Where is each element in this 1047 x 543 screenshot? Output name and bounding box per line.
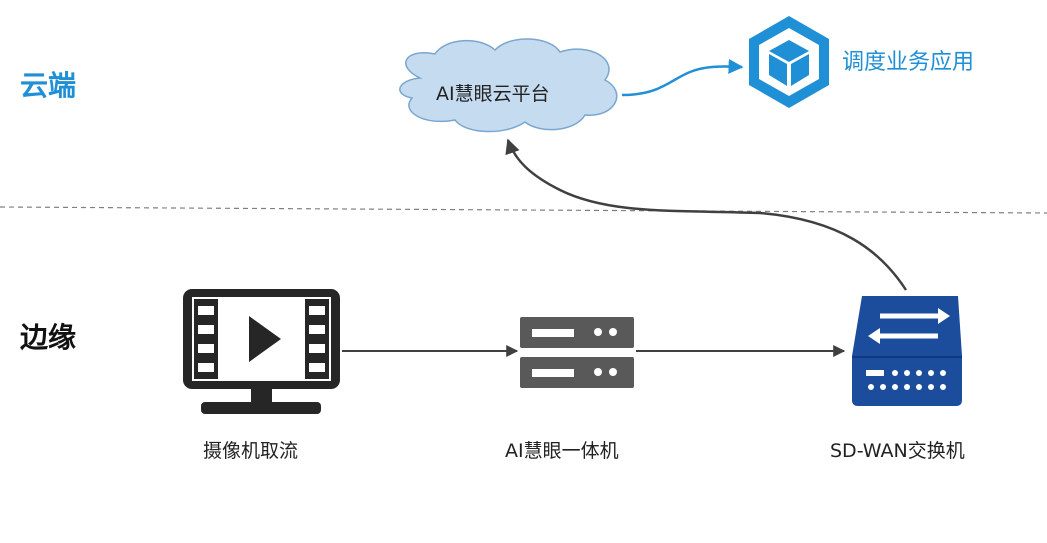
camera-label: 摄像机取流 [203,440,299,462]
zone-label-cloud: 云端 [20,69,77,102]
platform-label: AI慧眼云平台 [436,83,550,105]
connector-platform-to-dispatch [621,58,744,97]
video-monitor-icon[interactable] [183,289,340,414]
network-switch-icon[interactable] [852,296,962,406]
connector-switch-to-platform [505,138,908,291]
switch-label: SD-WAN交换机 [830,440,965,462]
zone-label-edge: 边缘 [20,321,77,354]
server-icon[interactable] [520,317,634,388]
ai-box-label: AI慧眼一体机 [505,440,619,462]
dispatch-app-label: 调度业务应用 [842,50,975,75]
cube-hexagon-icon[interactable] [749,16,829,108]
zone-divider [0,206,1047,214]
platform-cloud-shape[interactable] [399,38,618,133]
